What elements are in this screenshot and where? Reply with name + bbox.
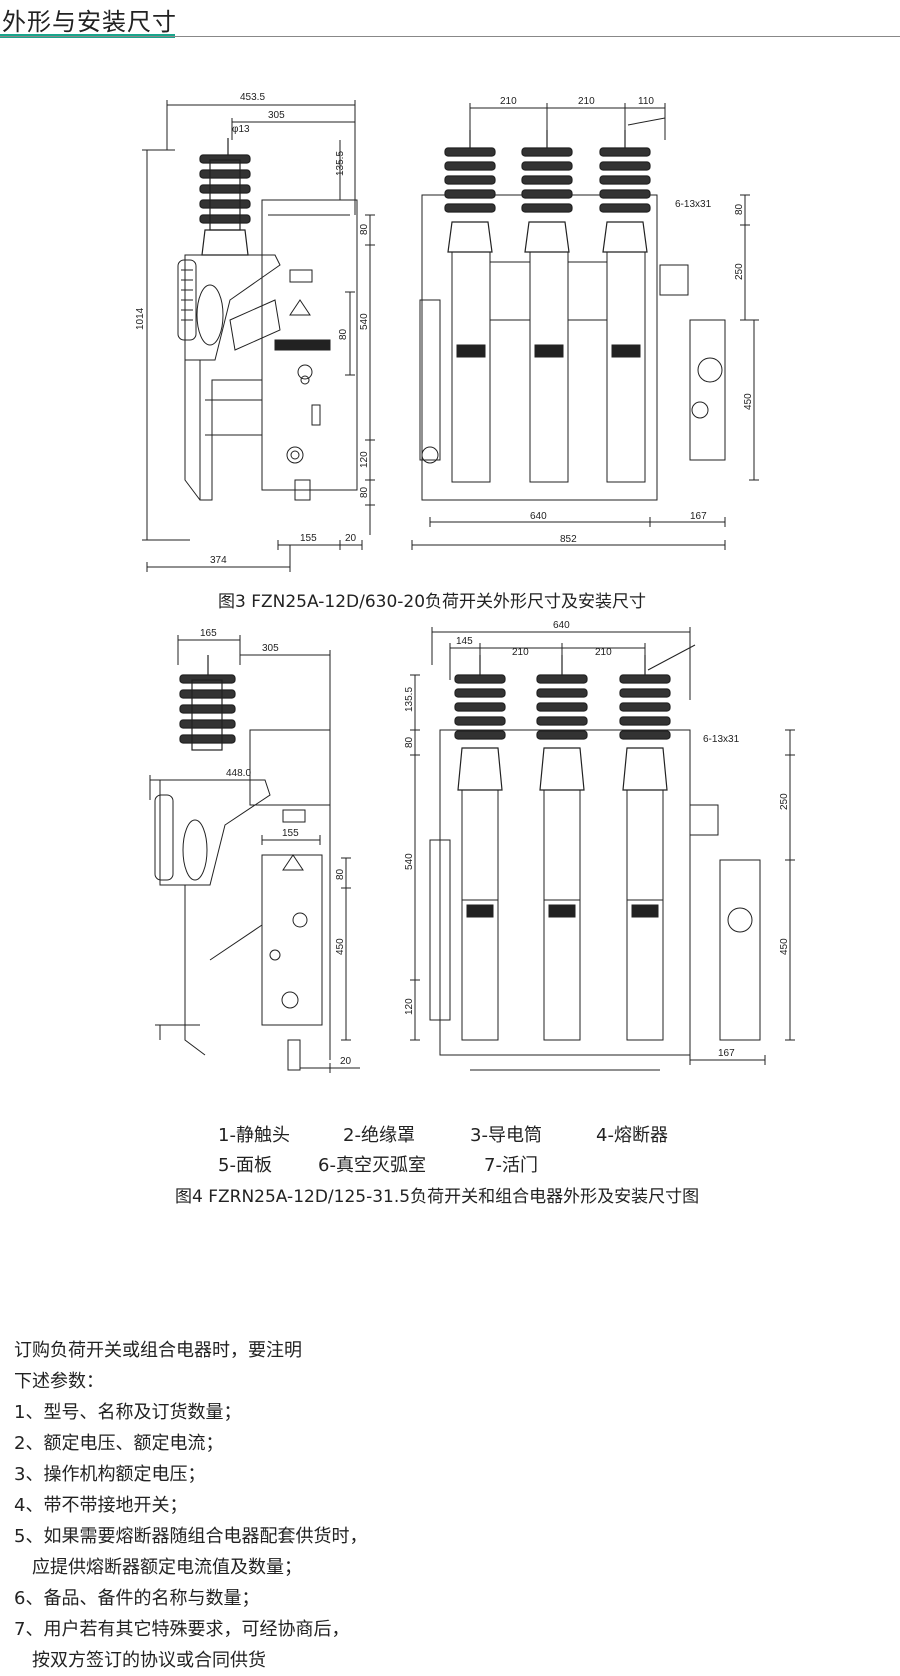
dim-label: 450 (335, 938, 346, 955)
header-rule (0, 36, 900, 37)
dim-label: 80 (404, 736, 415, 748)
note-line: 订购负荷开关或组合电器时，要注明 (14, 1340, 302, 1361)
dim-label: 210 (512, 647, 529, 658)
dim-label: 450 (743, 393, 754, 410)
dim-label: 20 (340, 1056, 352, 1067)
page-title: 外形与安装尺寸 (2, 8, 177, 36)
dim-label: 80 (734, 203, 745, 215)
dim-label: 155 (282, 828, 299, 839)
dim-label: 80 (335, 868, 346, 880)
dim-label: 145 (456, 636, 473, 647)
dimension-labels: 453.5 305 φ13 135.5 1014 80 540 80 120 8… (135, 92, 790, 1067)
dim-label: 110 (638, 96, 654, 107)
note-line: 应提供熔断器额定电流值及数量； (14, 1557, 302, 1578)
dim-label: 250 (734, 263, 745, 280)
figure3-caption: 图3 FZN25A-12D/630-20负荷开关外形尺寸及安装尺寸 (218, 592, 647, 612)
legend-item: 3-导电筒 (470, 1125, 542, 1146)
note-line: 1、型号、名称及订货数量； (14, 1402, 242, 1423)
figure4-caption: 图4 FZRN25A-12D/125-31.5负荷开关和组合电器外形及安装尺寸图 (175, 1187, 700, 1207)
fig4-front-view (410, 627, 795, 1071)
dim-label: 210 (595, 647, 612, 658)
dim-label: 540 (359, 313, 370, 330)
note-line: 3、操作机构额定电压； (14, 1464, 206, 1485)
dim-label: 640 (553, 620, 570, 631)
legend-item: 1-静触头 (218, 1125, 290, 1146)
dim-label: 135.5 (404, 687, 415, 712)
dim-label: 374 (210, 555, 227, 566)
dim-label: 120 (359, 451, 370, 468)
order-notes: 订购负荷开关或组合电器时，要注明 下述参数： 1、型号、名称及订货数量； 2、额… (14, 1335, 367, 1676)
dim-label: 305 (262, 643, 279, 654)
legend-item: 7-活门 (484, 1155, 538, 1176)
fig4-side-view (149, 635, 360, 1073)
note-line: 下述参数： (14, 1371, 104, 1392)
dim-label: 80 (359, 223, 370, 235)
dim-label: 852 (560, 534, 577, 545)
legend-item: 4-熔断器 (596, 1125, 668, 1146)
dim-label: 640 (530, 511, 547, 522)
note-line: 2、额定电压、额定电流； (14, 1433, 224, 1454)
page-header: 外形与安装尺寸 (0, 0, 900, 40)
dim-label: 450 (779, 938, 790, 955)
dim-label: 135.5 (335, 151, 346, 176)
legend-item: 6-真空灭弧室 (318, 1155, 426, 1176)
dim-label: 250 (779, 793, 790, 810)
legend-item: 5-面板 (218, 1155, 272, 1176)
dim-label: 167 (718, 1048, 735, 1059)
dim-label: 120 (404, 998, 415, 1015)
note-line: 4、带不带接地开关； (14, 1495, 188, 1516)
dim-label: 155 (300, 533, 317, 544)
dim-label: φ13 (232, 124, 250, 135)
note-line: 6、备品、备件的名称与数量； (14, 1588, 260, 1609)
note-line: 7、用户若有其它特殊要求，可经协商后， (14, 1619, 350, 1640)
note-line: 5、如果需要熔断器随组合电器配套供货时， (14, 1526, 368, 1547)
dim-label: 165 (200, 628, 217, 639)
dim-label: 1014 (135, 307, 146, 330)
dim-label: 210 (500, 96, 517, 107)
dim-label: 540 (404, 853, 415, 870)
dim-label: 6-13x31 (703, 734, 740, 745)
dim-label: 448.0 (226, 768, 251, 779)
fig3-side-view (142, 100, 375, 572)
dim-label: 305 (268, 110, 285, 121)
dim-label: 6-13x31 (675, 199, 712, 210)
dim-label: 80 (338, 328, 349, 340)
note-line: 按双方签订的协议或合同供货 (14, 1650, 266, 1671)
dim-label: 80 (359, 486, 370, 498)
dim-label: 167 (690, 511, 707, 522)
dim-label: 20 (345, 533, 357, 544)
legend-item: 2-绝缘罩 (343, 1125, 415, 1146)
dim-label: 453.5 (240, 92, 265, 103)
dim-label: 210 (578, 96, 595, 107)
fig3-front-view (411, 103, 759, 550)
